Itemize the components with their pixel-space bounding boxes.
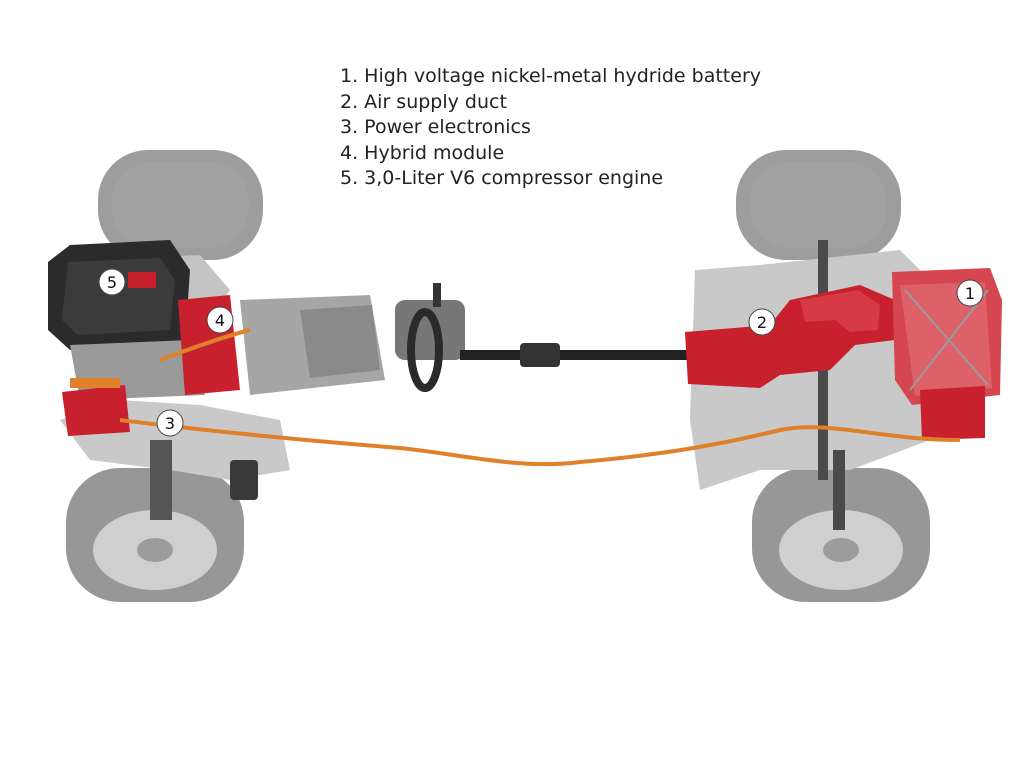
wheel-top-left — [98, 150, 263, 260]
wheel-bottom-left — [66, 468, 244, 602]
air-supply-duct — [685, 285, 895, 388]
legend-item-power-electronics: 3. Power electronics — [340, 116, 531, 139]
callout-label-2: 2 — [757, 313, 767, 332]
callout-badge-3: 3 — [156, 409, 184, 437]
legend-item-battery: 1. High voltage nickel-metal hydride bat… — [340, 65, 762, 87]
callout-badge-5: 5 — [98, 268, 126, 296]
legend-item-hybrid-module: 4. Hybrid module — [340, 141, 505, 164]
callout-label-3: 3 — [165, 414, 175, 433]
callout-badge-2: 2 — [748, 308, 776, 336]
wheel-top-right — [736, 150, 901, 260]
callout-badge-1: 1 — [956, 279, 984, 307]
legend-item-air-duct: 2. Air supply duct — [340, 90, 507, 113]
engine-cable — [159, 328, 251, 362]
shaft-bearing — [520, 343, 560, 367]
wheel-bottom-right — [752, 468, 930, 602]
hybrid-module — [178, 295, 385, 395]
legend-list: 1. High voltage nickel-metal hydride bat… — [340, 64, 761, 192]
callout-label-5: 5 — [107, 273, 117, 292]
high-voltage-cable — [119, 418, 961, 467]
callout-label-1: 1 — [965, 284, 975, 303]
power-electronics — [62, 378, 130, 436]
callout-badge-4: 4 — [206, 306, 234, 334]
legend-item-engine: 5. 3,0-Liter V6 compressor engine — [340, 167, 664, 190]
callout-label-4: 4 — [215, 311, 225, 330]
steering-column — [395, 283, 465, 392]
propeller-shaft — [460, 350, 700, 360]
